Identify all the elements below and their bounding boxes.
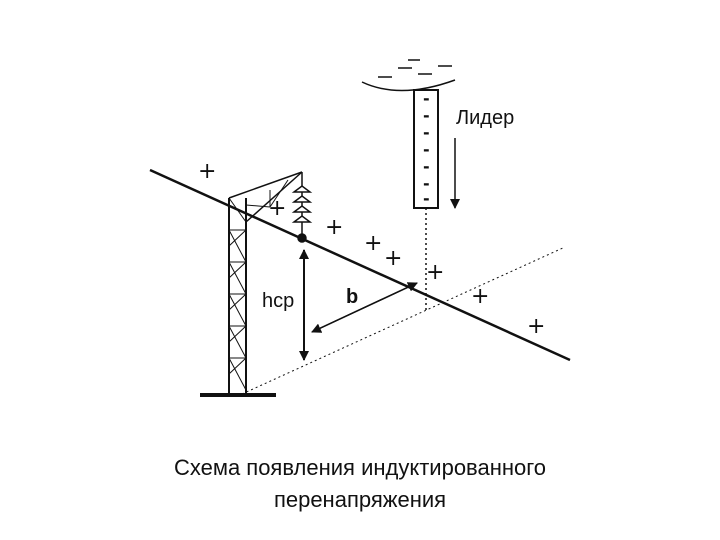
thundercloud xyxy=(361,59,456,92)
positive-charge: + xyxy=(426,260,444,285)
height-label: hср xyxy=(262,290,294,312)
positive-charge: + xyxy=(268,196,286,221)
insulator-string xyxy=(291,172,313,243)
distance-label: b xyxy=(346,286,358,308)
negative-charge: - xyxy=(423,89,430,108)
overhead-line-conductor xyxy=(149,168,571,362)
negative-charge: - xyxy=(423,189,430,208)
negative-charge: - xyxy=(423,123,430,142)
leader-label: Лидер xyxy=(456,107,514,129)
positive-charge: + xyxy=(384,246,402,271)
negative-charge: - xyxy=(423,140,430,159)
negative-charge: - xyxy=(423,157,430,176)
distance-arrow-start xyxy=(311,282,418,333)
caption: Схема появления индуктированного перенап… xyxy=(0,452,720,516)
positive-charge: + xyxy=(471,284,489,309)
positive-charge: + xyxy=(198,159,216,184)
caption-line-2: перенапряжения xyxy=(273,487,447,512)
leader-negative-charges: ------- xyxy=(423,89,430,208)
positive-charge: + xyxy=(527,314,545,339)
negative-charge: - xyxy=(423,174,430,193)
lattice-tower xyxy=(228,171,303,394)
ground-projection-line xyxy=(241,246,566,395)
negative-charge: - xyxy=(423,106,430,125)
caption-line-1: Схема появления индуктированного xyxy=(173,455,547,480)
positive-charge: + xyxy=(325,215,343,240)
positive-charge: + xyxy=(364,231,382,256)
